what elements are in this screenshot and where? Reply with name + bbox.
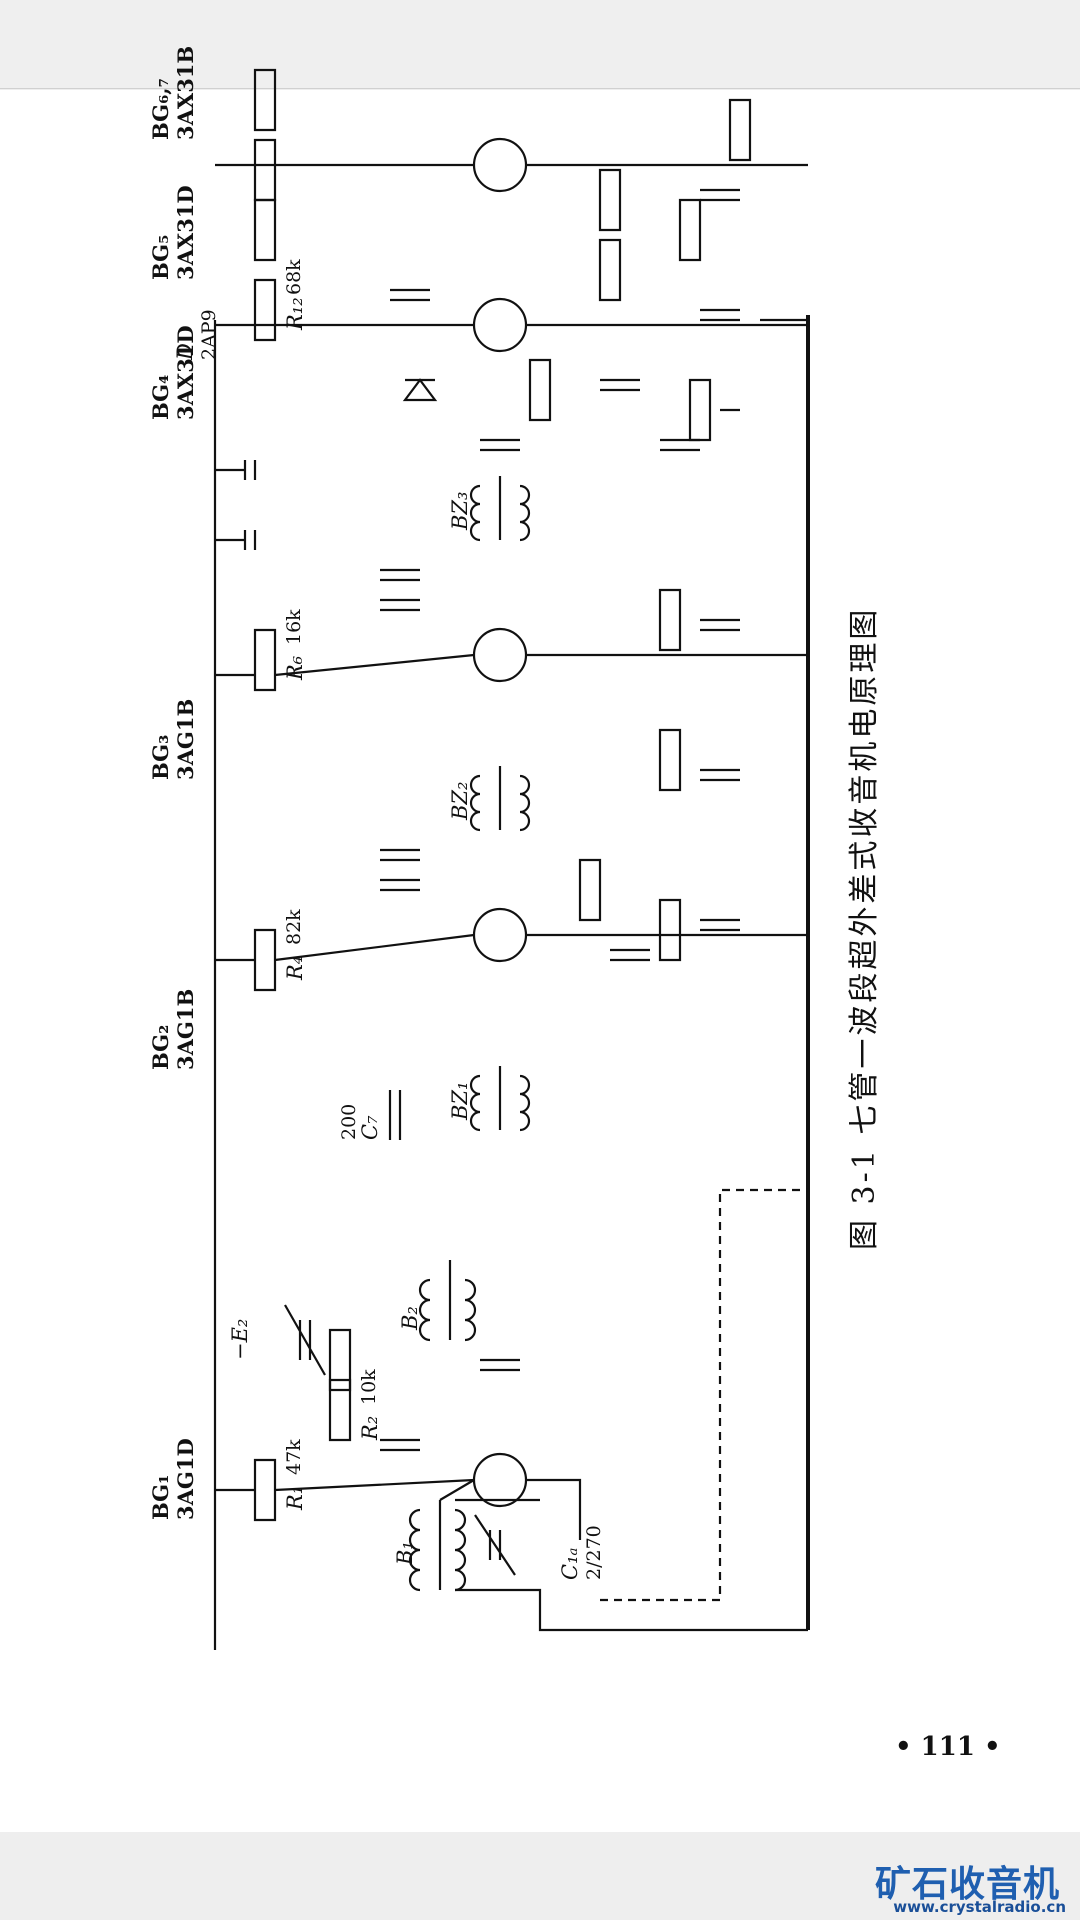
c22-capacitor: [390, 288, 430, 302]
transistor-bg3: [472, 627, 528, 683]
bg3-ref: BG₃: [148, 734, 173, 780]
c12-c15-capacitors: [700, 618, 740, 782]
r12-value: 68k: [283, 259, 305, 295]
transistor-bg2: [472, 907, 528, 963]
r3-resistor: [328, 1328, 352, 1392]
bg5-type: 3AX31D: [173, 185, 198, 280]
diode-d: [402, 378, 438, 402]
c1b-tuning: [284, 1304, 326, 1376]
r4-resistor: [253, 928, 277, 992]
c1a-ref: C₁ₐ: [558, 1547, 582, 1580]
if-transformer-bz3: [469, 476, 531, 542]
c7-ref: C₇: [358, 1115, 382, 1141]
bg1-bias-wire: [215, 1478, 475, 1492]
r7-resistor: [658, 728, 682, 792]
r18-resistor: [728, 98, 752, 162]
r8-resistor: [658, 588, 682, 652]
c7-capacitor: [388, 1090, 402, 1140]
dashed-gang: [600, 1188, 808, 1602]
r2-ref: R₂: [358, 1415, 382, 1440]
bg67-ref: BG₆,₇: [148, 78, 173, 140]
diode-ref: D: [173, 343, 197, 360]
r4-value: 82k: [283, 909, 305, 945]
transistor-bg4: [472, 297, 528, 353]
watermark-brand: 矿石收音机: [874, 1864, 1060, 1905]
r6-value: 16k: [283, 609, 305, 645]
r12-ref: R₁₂: [283, 297, 307, 330]
c18-capacitor: [600, 378, 640, 392]
bg2-type: 3AG1B: [173, 988, 198, 1070]
r6-resistor: [253, 628, 277, 692]
bg1-base: [439, 1478, 582, 1540]
r16-resistor: [253, 138, 277, 202]
transistor-bg1: [472, 1452, 528, 1508]
r6-ref: R₆: [283, 655, 307, 680]
c23-capacitor: [700, 188, 740, 202]
bg5-ref: BG₅: [148, 234, 173, 280]
bg1-type: 3AG1D: [173, 1438, 198, 1520]
r5-resistor: [658, 898, 682, 962]
scanned-page: [0, 90, 1080, 1832]
rail-e2-left: −E₂: [228, 1318, 252, 1360]
r1-ref: R₁: [283, 1485, 307, 1510]
c20-capacitor: [215, 460, 257, 480]
tuning-capacitor-c1a: [474, 1514, 516, 1576]
c13-c14-capacitors: [380, 568, 420, 612]
r1-value: 47k: [283, 1439, 305, 1475]
c7-value: 200: [338, 1103, 360, 1140]
if-transformer-bz2: [469, 766, 531, 832]
watermark-url: www.crystalradio.cn: [893, 1898, 1066, 1916]
transistor-bg5: [472, 137, 528, 193]
bg2-wires: [215, 933, 808, 962]
b2-label: B₂: [398, 1306, 422, 1330]
viewer-top-bar: [0, 0, 1080, 89]
bg67-type: 3AX31B: [173, 45, 198, 140]
bg4-ref: BG₄: [148, 374, 173, 420]
diode-type: 2AP9: [198, 309, 220, 360]
r15-resistor: [253, 198, 277, 262]
bz3-label: BZ₃: [448, 491, 472, 530]
antenna-coil-b1: [408, 1500, 467, 1592]
viewer-footer: [0, 1832, 1080, 1920]
r12-resistor: [253, 278, 277, 342]
c3-capacitor: [380, 1438, 420, 1452]
r9-resistor: [528, 358, 552, 422]
bg3-type: 3AG1B: [173, 698, 198, 780]
r19-resistor: [253, 68, 277, 132]
page-number: • 111 •: [895, 1732, 1001, 1762]
r17-resistor: [598, 168, 622, 232]
figure-caption: 图 3-1 七管一波段超外差式收音机电原理图: [847, 606, 882, 1250]
bg4-type: 3AX31D: [173, 325, 198, 420]
r1-resistor: [253, 1458, 277, 1522]
c9-c10-capacitors: [380, 848, 420, 892]
c1a-value: 2/270: [583, 1525, 605, 1580]
c11-capacitor: [700, 918, 740, 932]
c21-capacitor: [700, 308, 740, 322]
r11-potentiometer: [688, 378, 740, 442]
r14-resistor: [678, 198, 702, 262]
c19-capacitor: [215, 530, 257, 550]
r13-resistor: [598, 238, 622, 302]
r10-resistor: [578, 858, 602, 922]
bg2-ref: BG₂: [148, 1024, 173, 1070]
bz1-label: BZ₁: [448, 1081, 472, 1120]
bg3-wires: [215, 653, 808, 677]
c8-capacitor: [610, 948, 650, 962]
r2-value: 10k: [358, 1369, 380, 1405]
c16-c17-capacitors: [480, 438, 700, 452]
bz2-label: BZ₂: [448, 781, 472, 820]
b1-label: B₁: [393, 1541, 417, 1565]
b1-to-ground: [455, 1498, 808, 1632]
bg1-ref: BG₁: [148, 1474, 173, 1520]
r4-ref: R₄: [283, 955, 307, 980]
c4-capacitor: [480, 1358, 520, 1372]
bg4-bg5-wires: [215, 163, 808, 327]
if-transformer-bz1: [469, 1066, 531, 1132]
osc-coil-b2: [418, 1260, 477, 1342]
